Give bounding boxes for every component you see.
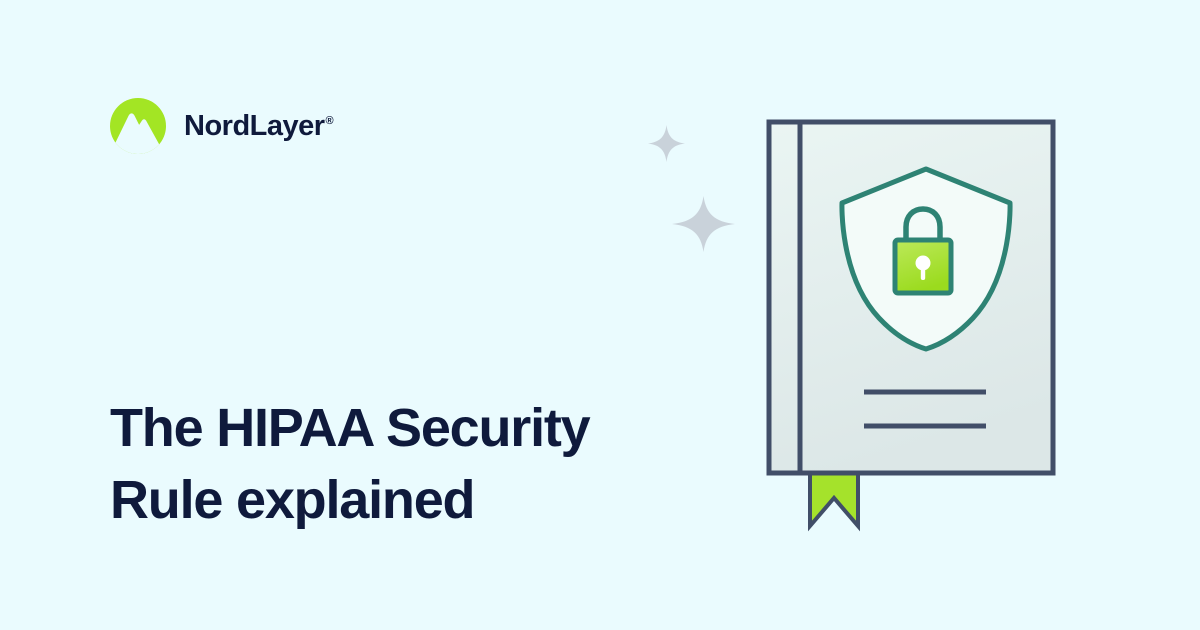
sparkles-decoration bbox=[648, 125, 735, 252]
brand-name: NordLayer bbox=[184, 109, 325, 142]
bookmark-ribbon-icon bbox=[808, 470, 860, 532]
keyhole-stem bbox=[920, 267, 926, 280]
headline-line-1: The HIPAA Security bbox=[110, 398, 591, 458]
padlock-shackle bbox=[903, 206, 943, 243]
sparkle-icon-small bbox=[648, 125, 685, 162]
registered-mark: ® bbox=[325, 114, 334, 127]
mountain-circle-icon bbox=[110, 98, 166, 154]
sparkle-icon-large bbox=[672, 196, 735, 252]
book-illustration bbox=[766, 119, 1056, 532]
nordlayer-logo: NordLayer® bbox=[110, 98, 334, 154]
logo-mountain bbox=[110, 113, 166, 154]
brand-wordmark: NordLayer® bbox=[184, 109, 334, 142]
headline-line-2: Rule explained bbox=[110, 470, 476, 530]
page-title: The HIPAA Security Rule explained bbox=[110, 392, 591, 536]
keyhole-icon bbox=[915, 255, 931, 271]
